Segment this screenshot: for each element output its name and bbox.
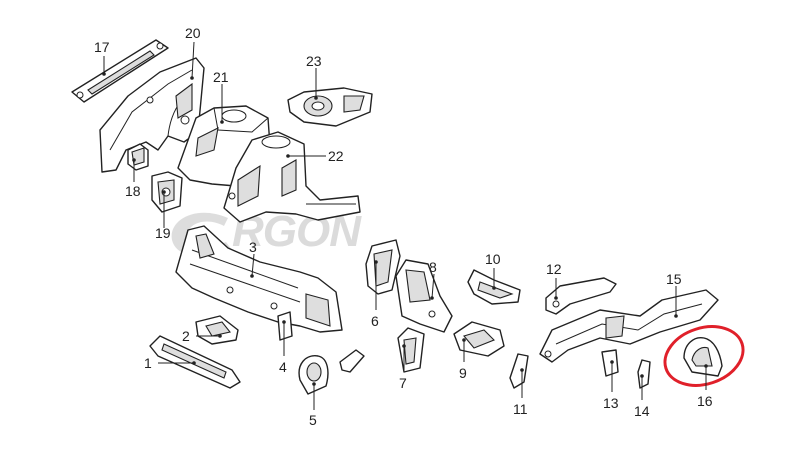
callout-13: 13 bbox=[603, 395, 619, 411]
part-3-radiator-support[interactable] bbox=[175, 225, 343, 333]
part-17-bar[interactable] bbox=[71, 39, 169, 103]
part-11-bracket[interactable] bbox=[509, 353, 529, 389]
part-clip[interactable] bbox=[339, 349, 365, 373]
part-12-bracket[interactable] bbox=[545, 277, 617, 315]
part-8-rail-bracket[interactable] bbox=[395, 259, 453, 333]
callout-5: 5 bbox=[309, 412, 317, 428]
callout-23: 23 bbox=[306, 53, 322, 69]
part-18-mount[interactable] bbox=[127, 143, 149, 171]
part-23-mount-plate[interactable] bbox=[287, 87, 373, 127]
part-4-bracket[interactable] bbox=[277, 311, 293, 341]
callout-9: 9 bbox=[459, 365, 467, 381]
callout-16: 16 bbox=[697, 393, 713, 409]
part-13-bracket[interactable] bbox=[601, 349, 619, 377]
highlight-circle bbox=[663, 325, 745, 387]
callout-15: 15 bbox=[666, 271, 682, 287]
part-9-mount[interactable] bbox=[453, 321, 505, 357]
part-6-bracket[interactable] bbox=[365, 239, 401, 295]
part-15-frame-rail[interactable] bbox=[539, 289, 719, 363]
callout-labels: 1 2 3 4 5 6 7 8 9 10 11 12 13 14 15 16 1… bbox=[94, 25, 713, 428]
part-14-clip[interactable] bbox=[637, 359, 651, 389]
leader-lines bbox=[102, 41, 708, 410]
callout-2: 2 bbox=[182, 328, 190, 344]
callout-6: 6 bbox=[371, 313, 379, 329]
callout-17: 17 bbox=[94, 39, 110, 55]
part-5-horn[interactable] bbox=[298, 355, 329, 395]
callout-4: 4 bbox=[279, 359, 287, 375]
callout-20: 20 bbox=[185, 25, 201, 41]
part-19-bracket[interactable] bbox=[151, 171, 183, 213]
part-20-apron[interactable] bbox=[99, 57, 205, 173]
callout-22: 22 bbox=[328, 148, 344, 164]
callout-11: 11 bbox=[513, 401, 528, 417]
callout-12: 12 bbox=[546, 261, 562, 277]
callout-3: 3 bbox=[249, 239, 257, 255]
callout-1: 1 bbox=[144, 355, 152, 371]
callout-7: 7 bbox=[399, 375, 407, 391]
part-16-bracket[interactable] bbox=[683, 337, 723, 377]
callout-21: 21 bbox=[213, 69, 229, 85]
callout-14: 14 bbox=[634, 403, 650, 419]
part-7-bracket[interactable] bbox=[397, 327, 425, 373]
callout-19: 19 bbox=[155, 225, 171, 241]
callout-18: 18 bbox=[125, 183, 141, 199]
callout-10: 10 bbox=[485, 251, 501, 267]
callout-8: 8 bbox=[429, 259, 437, 275]
part-22-strut-rail[interactable] bbox=[223, 131, 361, 223]
part-2-latch-bracket[interactable] bbox=[195, 315, 239, 345]
